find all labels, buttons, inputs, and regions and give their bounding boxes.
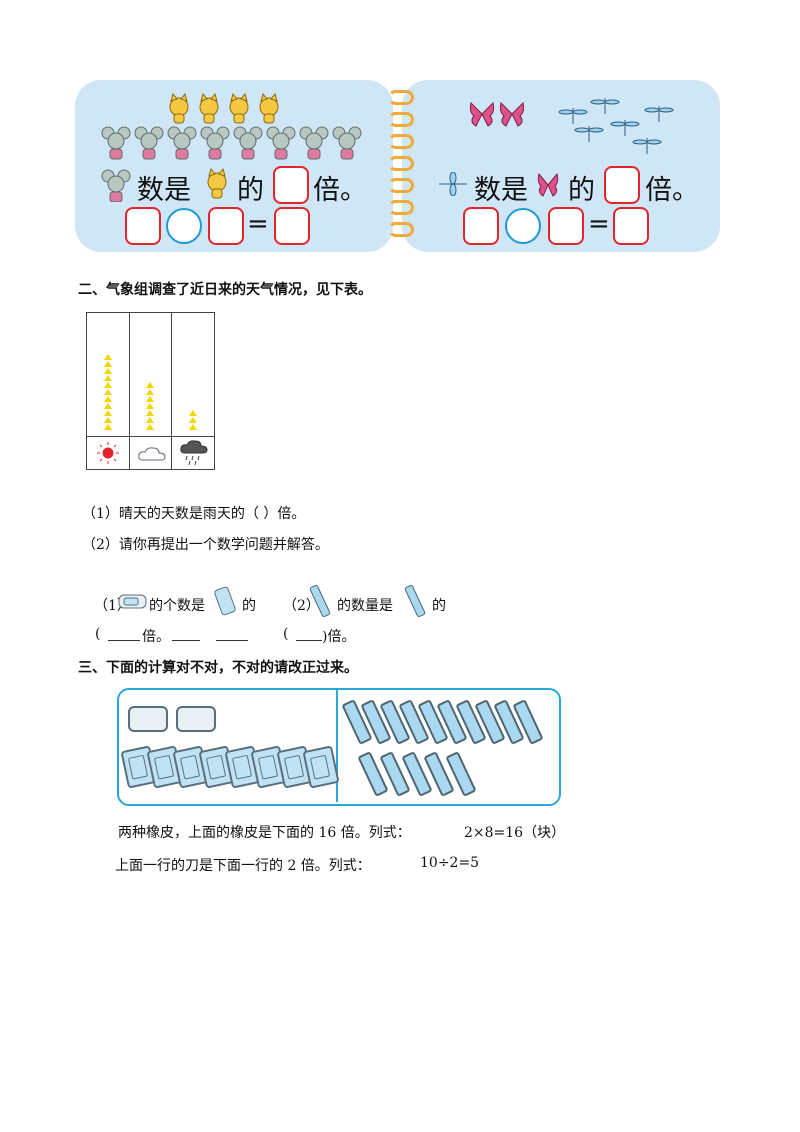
section-heading: 二、气象组调查了近日来的天气情况，见下表。	[78, 282, 372, 298]
answer-blank[interactable]	[296, 640, 322, 641]
mouse-icons-row	[101, 126, 362, 160]
eraser-icon	[128, 706, 168, 732]
answer-box[interactable]	[125, 207, 161, 245]
mouse-icon	[101, 169, 131, 202]
knife-icon	[309, 584, 331, 618]
sun-icon	[97, 442, 119, 464]
tally-triangle	[104, 361, 112, 367]
answer-box[interactable]	[613, 207, 649, 245]
tally-triangle	[104, 375, 112, 381]
butterfly-icons	[469, 102, 525, 127]
tally-triangle	[146, 389, 154, 395]
answer-box[interactable]	[604, 166, 640, 204]
binder-ring	[388, 200, 414, 215]
tally-triangle	[146, 382, 154, 388]
answer-blank[interactable]	[172, 640, 200, 641]
cloud-icon	[138, 447, 166, 461]
binder-ring	[388, 112, 414, 127]
answer-box[interactable]	[274, 207, 310, 245]
tally-triangle	[104, 382, 112, 388]
eraser-flat-icon	[118, 594, 147, 609]
tally-triangle	[104, 396, 112, 402]
answer-box[interactable]	[273, 166, 309, 204]
binder-ring	[388, 178, 414, 193]
tally-triangle	[189, 424, 197, 430]
tally-triangle	[189, 417, 197, 423]
tally-triangle	[104, 424, 112, 430]
dragonfly-icon	[439, 172, 467, 196]
rain-cloud-icon	[180, 440, 208, 466]
answer-box[interactable]	[463, 207, 499, 245]
tally-triangle	[104, 389, 112, 395]
tally-triangle	[104, 368, 112, 374]
cat-icons-row	[169, 93, 279, 124]
operator-circle[interactable]	[505, 208, 541, 244]
knife-icon	[404, 584, 426, 618]
formula-1: 2×8=16（块）	[464, 825, 566, 841]
phrase-text: 的	[237, 175, 264, 206]
tally-triangle	[146, 424, 154, 430]
binder-ring	[388, 156, 414, 171]
tally-triangle	[189, 410, 197, 416]
tally-triangle	[146, 396, 154, 402]
eraser-upright-icon	[214, 586, 236, 616]
frame-divider	[336, 690, 338, 802]
tally-triangle	[146, 410, 154, 416]
equals-sign: =	[247, 209, 269, 239]
question-2: （2）请你再提出一个数学问题并解答。	[82, 537, 329, 553]
binder-ring	[388, 134, 414, 149]
binder-ring	[388, 222, 414, 237]
exercise-text: 倍。	[142, 629, 170, 645]
part-label: （2）	[283, 598, 320, 614]
exercise-text: (	[95, 626, 101, 642]
weather-table	[86, 312, 215, 470]
phrase-text: 倍。	[313, 175, 367, 206]
tally-triangle	[104, 403, 112, 409]
cat-icon	[207, 168, 227, 199]
equals-sign: =	[588, 209, 610, 239]
exercise-text: )倍。	[322, 629, 356, 645]
exercise-text: 的数量是	[337, 598, 393, 614]
dragonfly-icons	[558, 98, 674, 154]
operator-circle[interactable]	[166, 208, 202, 244]
table-column	[87, 313, 130, 469]
exercise-text: 的个数是	[149, 598, 205, 614]
tally-triangle	[104, 410, 112, 416]
table-column	[129, 313, 172, 469]
answer-blank[interactable]	[216, 640, 248, 641]
phrase-text: 数是	[474, 175, 528, 206]
tally-triangle	[104, 417, 112, 423]
section-heading: 三、下面的计算对不对，不对的请改正过来。	[78, 660, 358, 676]
formula-2: 10÷2=5	[420, 855, 480, 871]
answer-blank[interactable]	[108, 640, 140, 641]
binder-ring	[388, 90, 414, 105]
question-1: （1）晴天的天数是雨天的（ ）倍。	[82, 506, 306, 522]
eraser-icon	[176, 706, 216, 732]
exercise-text: 的	[432, 598, 446, 614]
exercise-text: (	[283, 626, 289, 642]
phrase-text: 数是	[137, 175, 191, 206]
tally-triangle	[146, 403, 154, 409]
table-divider	[87, 436, 214, 437]
statement-1: 两种橡皮，上面的橡皮是下面的 16 倍。列式：	[118, 825, 411, 841]
picture-frame	[117, 688, 561, 806]
butterfly-icon	[537, 172, 559, 197]
tally-triangle	[146, 417, 154, 423]
statement-2: 上面一行的刀是下面一行的 2 倍。列式：	[115, 858, 371, 874]
phrase-text: 倍。	[645, 175, 699, 206]
phrase-text: 的	[568, 175, 595, 206]
answer-box[interactable]	[548, 207, 584, 245]
answer-box[interactable]	[208, 207, 244, 245]
tally-triangle	[104, 354, 112, 360]
exercise-text: 的	[242, 598, 256, 614]
